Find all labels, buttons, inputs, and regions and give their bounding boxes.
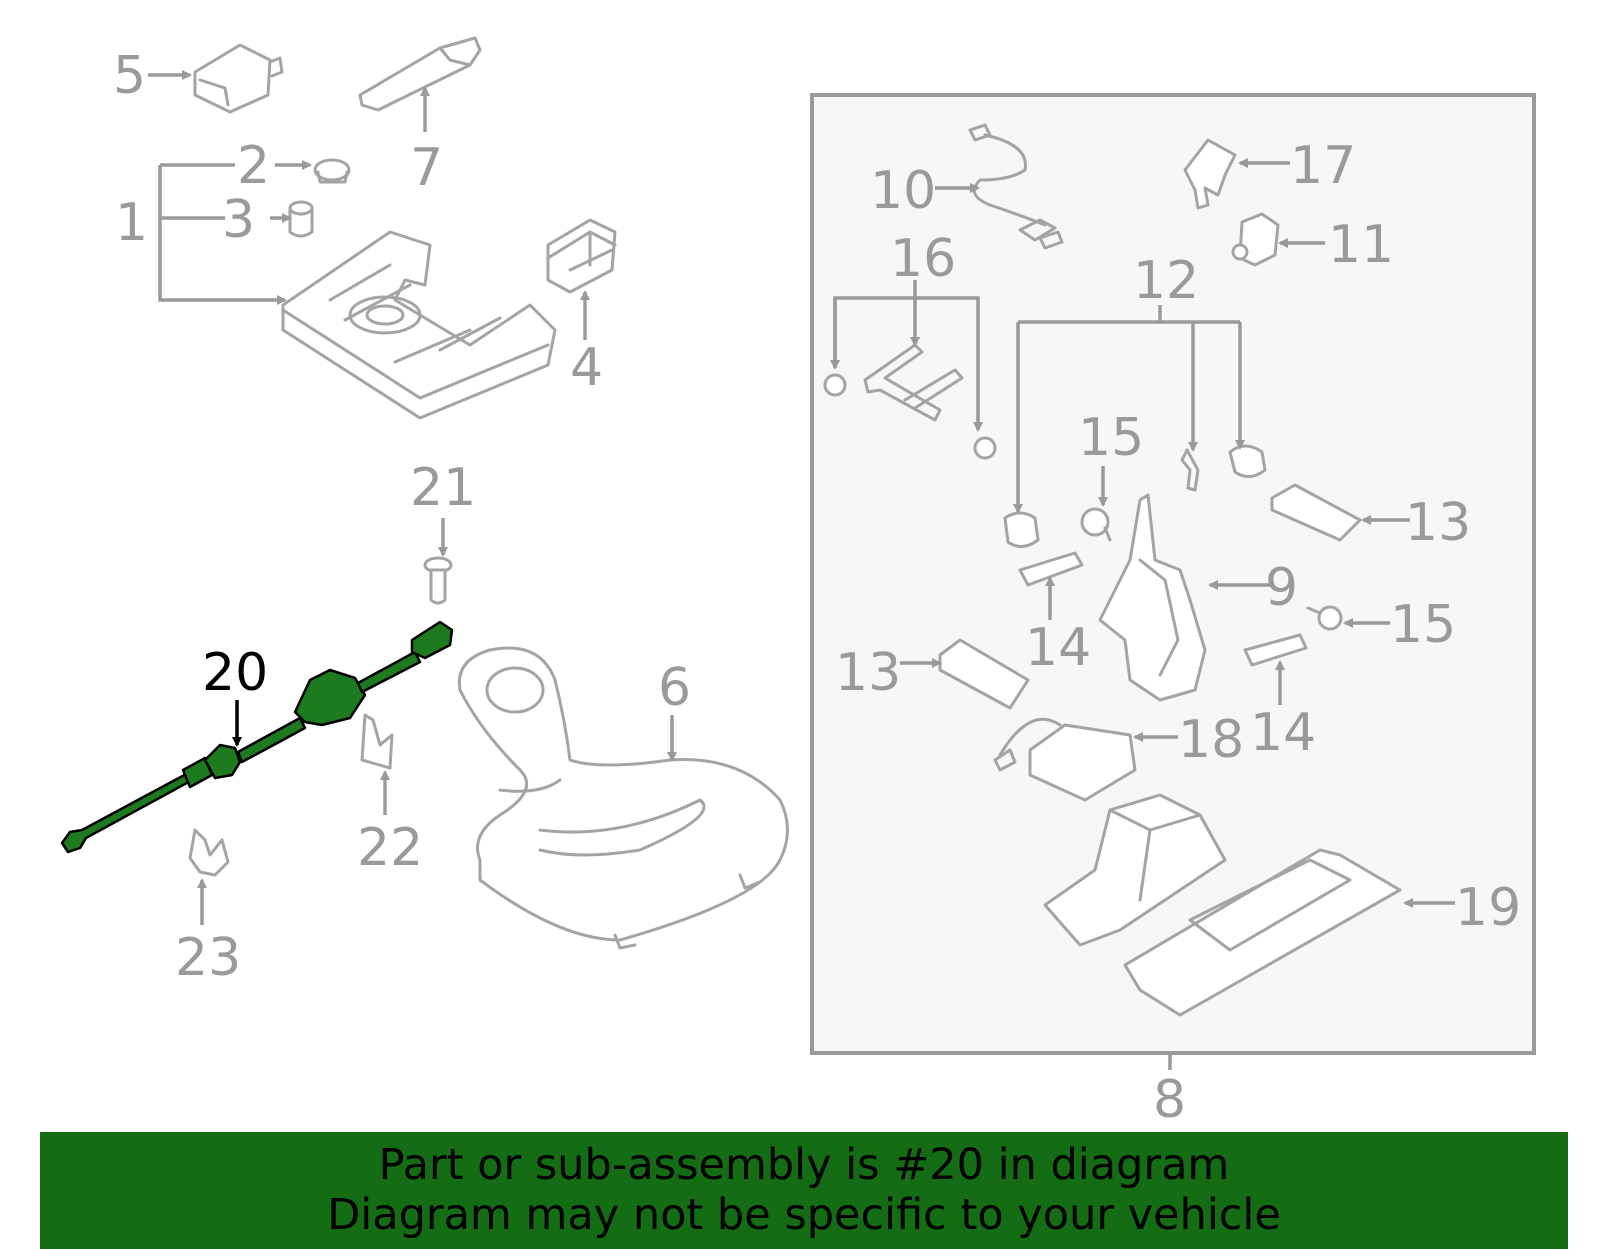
callout-6: 6 <box>658 658 691 718</box>
callout-17: 17 <box>1290 136 1356 196</box>
part-7-trim <box>358 36 482 112</box>
callout-4: 4 <box>570 338 603 398</box>
callout-19: 19 <box>1455 878 1521 938</box>
part-14-pads <box>1018 551 1308 667</box>
callout-18: 18 <box>1178 710 1244 770</box>
part-9-shift-lever <box>1098 493 1207 702</box>
callout-15-b: 15 <box>1390 595 1456 655</box>
info-banner: Part or sub-assembly is #20 in diagram D… <box>40 1132 1568 1249</box>
part-2-plug <box>313 158 351 184</box>
part-4-switch <box>546 218 617 294</box>
callout-15-a: 15 <box>1078 408 1144 468</box>
callout-3: 3 <box>222 190 255 250</box>
part-3-cap <box>288 200 314 238</box>
part-5-switch <box>193 43 284 114</box>
callout-7: 7 <box>410 138 443 198</box>
callout-5: 5 <box>113 46 146 106</box>
callout-1: 1 <box>115 193 148 253</box>
leader-lines <box>148 70 1455 925</box>
callout-8: 8 <box>1153 1070 1186 1130</box>
part-11-sensor <box>1231 212 1280 267</box>
part-8-shifter-base <box>1043 793 1227 947</box>
part-18-plate <box>993 717 1137 802</box>
callout-21: 21 <box>410 458 476 518</box>
callout-20-highlighted: 20 <box>202 643 268 703</box>
part-20-shift-cable <box>60 620 454 854</box>
part-22-clip <box>360 713 394 770</box>
callout-14-b: 14 <box>1250 703 1316 763</box>
part-23-clip <box>188 828 230 877</box>
callout-2: 2 <box>237 136 270 196</box>
callout-11: 11 <box>1328 215 1394 275</box>
part-6-shift-boot <box>457 646 789 950</box>
part-17-bracket <box>1183 138 1237 210</box>
part-19-base-plate <box>1123 848 1402 1017</box>
part-15-bolt <box>1080 507 1343 631</box>
callout-9: 9 <box>1265 558 1298 618</box>
callout-22: 22 <box>357 818 423 878</box>
callout-16: 16 <box>890 229 956 289</box>
callout-13-a: 13 <box>1405 493 1471 553</box>
callout-10: 10 <box>870 161 936 221</box>
banner-line-1: Part or sub-assembly is #20 in diagram <box>378 1140 1230 1190</box>
part-21-pin <box>423 556 453 605</box>
part-10-harness <box>968 123 1064 250</box>
callout-13-b: 13 <box>835 643 901 703</box>
callout-12: 12 <box>1133 251 1199 311</box>
part-16-bracket <box>823 343 997 460</box>
callout-23: 23 <box>175 928 241 988</box>
banner-line-2: Diagram may not be specific to your vehi… <box>327 1190 1281 1240</box>
part-1-console-panel <box>281 230 557 420</box>
callout-14-a: 14 <box>1025 618 1091 678</box>
